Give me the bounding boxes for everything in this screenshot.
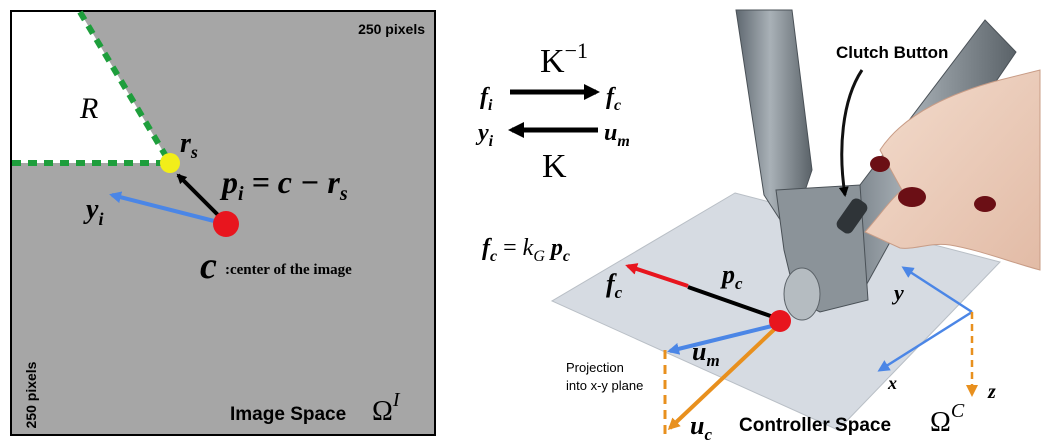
kinv-label: K−1	[540, 38, 588, 80]
clutch-button-label: Clutch Button	[836, 43, 948, 62]
axis-z-label: z	[987, 381, 996, 403]
fc-equation: fc = kG pc	[482, 235, 570, 265]
region-boundary-diagonal	[77, 10, 173, 165]
y-axis-arrow	[901, 266, 973, 314]
pi-vector	[176, 173, 224, 221]
um-vector	[667, 322, 781, 355]
c-letter: c	[200, 245, 217, 287]
pc-vector	[687, 285, 783, 322]
k-label: K	[542, 148, 567, 185]
nail-2	[870, 156, 890, 172]
axis-x-label: x	[887, 373, 897, 393]
pen-tip	[783, 267, 821, 321]
fc-label: fc	[606, 269, 623, 302]
c-description: :center of the image	[225, 262, 352, 278]
controller-origin-point	[769, 310, 791, 332]
fc-vector	[625, 263, 689, 288]
controller-space-label: Controller Space	[739, 415, 891, 436]
fc-target-label: fc	[606, 84, 621, 114]
nail	[898, 187, 926, 207]
omega-i-label: ΩI	[372, 389, 401, 427]
size-label-side: 250 pixels	[23, 361, 39, 428]
image-space-panel: 250 pixels 250 pixels R rs pi = c − rs y…	[10, 10, 436, 436]
size-label-top: 250 pixels	[358, 21, 425, 37]
uc-vector	[667, 322, 782, 431]
yi-target-label: yi	[475, 120, 494, 150]
yi-label: yi	[83, 194, 103, 229]
pc-label: pc	[720, 260, 743, 293]
region-r-area	[12, 12, 170, 163]
nail-3	[974, 196, 996, 212]
region-r-label: R	[79, 92, 98, 125]
yi-vector	[109, 191, 223, 225]
rs-label: rs	[180, 128, 198, 162]
omega-c-label: ΩC	[930, 400, 965, 438]
image-space-label: Image Space	[230, 404, 346, 425]
hand	[864, 69, 1041, 271]
clutch-button-shape	[836, 198, 868, 234]
clutch-pointer-arrow	[838, 69, 864, 197]
pen-controller-image	[735, 9, 1041, 321]
x-axis-arrow	[877, 310, 973, 372]
um-label: um	[692, 337, 720, 370]
point-rs	[160, 153, 180, 173]
projection-label-line1: Projection	[566, 360, 624, 375]
controller-space-panel: Clutch Button fc = kG pc fc pc um uc Pro…	[482, 9, 1041, 444]
transform-mapping: K−1 fi fc yi um K	[475, 38, 630, 185]
uc-label: uc	[690, 411, 712, 444]
um-source-label: um	[604, 120, 630, 150]
equation-pi: pi = c − rs	[219, 164, 348, 205]
point-c	[213, 211, 239, 237]
projection-label-line2: into x-y plane	[566, 378, 643, 393]
axis-y-label: y	[891, 280, 904, 305]
fi-label: fi	[480, 84, 493, 114]
